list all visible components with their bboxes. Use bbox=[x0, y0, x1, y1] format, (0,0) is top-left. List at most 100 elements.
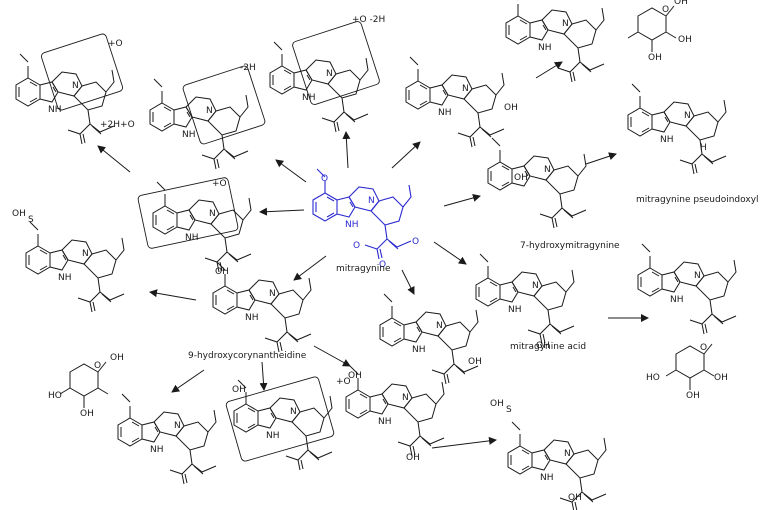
atom-n: N bbox=[532, 281, 539, 291]
atom-n: N bbox=[269, 289, 276, 299]
sugar-ring: O OH OH OH bbox=[627, 0, 692, 63]
tag-plus-o-minus-2h: +O -2H bbox=[352, 15, 385, 25]
arrow bbox=[275, 159, 307, 183]
atom-n: N bbox=[564, 449, 571, 459]
arrow bbox=[433, 241, 467, 265]
atom-nh: NH bbox=[378, 417, 392, 427]
arrow bbox=[535, 61, 563, 79]
tag-plus-o-bottom: +O bbox=[336, 377, 351, 387]
atom-oh: OH bbox=[348, 371, 362, 381]
atom-oh: OH bbox=[232, 385, 246, 395]
atom-n: N bbox=[368, 196, 375, 206]
atom-nh: NH bbox=[245, 313, 259, 323]
metabolite-mitragynine-acid: NH N OH bbox=[475, 253, 575, 351]
metabolite-dehydro: NH N bbox=[149, 78, 249, 170]
atom-n: N bbox=[462, 84, 469, 94]
atom-o: O bbox=[321, 174, 328, 184]
atom-o: O bbox=[353, 241, 360, 251]
highlight-box bbox=[137, 177, 239, 249]
atom-nh: NH bbox=[540, 473, 554, 483]
atom-oh: OH bbox=[215, 267, 229, 277]
atom-oh: OH bbox=[568, 493, 582, 503]
metabolite-7-hydroxymitragynine: OH N bbox=[487, 137, 587, 229]
atom-nh: NH bbox=[48, 105, 62, 115]
metabolite-sulfate-acid: NH N OH bbox=[507, 421, 607, 510]
metabolite-glucuronide-top: NH N bbox=[505, 0, 605, 83]
atom-n: N bbox=[209, 209, 216, 219]
metabolite-9-hydroxycorynantheidine: OH NH N bbox=[212, 261, 312, 353]
atom-nh: NH bbox=[150, 445, 164, 455]
label-9-hydroxycorynantheidine: 9-hydroxycorynantheidine bbox=[188, 351, 307, 361]
atom-oh: OH bbox=[678, 35, 692, 45]
arrow bbox=[401, 269, 415, 295]
metabolite-oxo-dehydro: NH N bbox=[269, 41, 369, 133]
atom-oh: OH bbox=[514, 173, 528, 183]
atom-ho: HO bbox=[646, 373, 660, 383]
highlight-box bbox=[225, 376, 335, 462]
parent-structure-mitragynine: O NH N O O O bbox=[312, 168, 419, 270]
atom-n: N bbox=[684, 111, 691, 121]
atom-o: O bbox=[94, 361, 101, 371]
label-pseudoindoxyl: mitragynine pseudoindoxyl bbox=[636, 195, 759, 205]
atom-o: O bbox=[412, 237, 419, 247]
arrow bbox=[97, 145, 131, 173]
atom-n: N bbox=[544, 165, 551, 175]
atom-oh: OH bbox=[12, 209, 26, 219]
atom-oh: OH bbox=[536, 341, 550, 351]
atom-nh: NH bbox=[660, 135, 674, 145]
atom-oh: OH bbox=[490, 399, 504, 409]
tag-plus-o: +O bbox=[108, 39, 123, 49]
arrow bbox=[171, 369, 205, 393]
atom-ho: HO bbox=[48, 391, 62, 401]
atom-oh: OH bbox=[714, 373, 728, 383]
atom-h: H bbox=[700, 143, 707, 153]
atom-n: N bbox=[436, 321, 443, 331]
metabolite-pseudoindoxyl: NH N H bbox=[627, 83, 727, 175]
atom-nh: NH bbox=[670, 295, 684, 305]
metabolite-hydroxymethyl: NH N OH bbox=[405, 56, 518, 148]
atom-n: N bbox=[72, 81, 79, 91]
tag-plus-o-center: +O bbox=[212, 179, 227, 189]
atom-n: N bbox=[174, 421, 181, 431]
sugar-ring: O OH OH HO bbox=[646, 343, 728, 401]
atom-n: N bbox=[290, 407, 297, 417]
atom-n: N bbox=[82, 249, 89, 259]
metabolite-boxed-plus-o-left: NH N bbox=[152, 181, 252, 273]
arrow bbox=[259, 361, 268, 391]
atom-n: N bbox=[402, 393, 409, 403]
arrow bbox=[313, 345, 351, 367]
arrow bbox=[293, 255, 327, 281]
atom-nh: NH bbox=[438, 108, 452, 118]
label-mitragynine: mitragynine bbox=[336, 264, 391, 274]
atom-oh: OH bbox=[648, 53, 662, 63]
atom-oh: OH bbox=[674, 0, 688, 7]
arrow bbox=[431, 436, 497, 449]
atom-nh: NH bbox=[58, 273, 72, 283]
highlight-box bbox=[292, 21, 380, 105]
atom-nh: NH bbox=[185, 233, 199, 243]
atom-oh: OH bbox=[468, 357, 482, 367]
atom-oh: OH bbox=[686, 391, 700, 401]
metabolite-diacid: NH N OH bbox=[379, 293, 482, 385]
label-mitragynine-acid: mitragynine acid bbox=[510, 342, 586, 352]
arrows bbox=[97, 61, 649, 449]
atom-s: S bbox=[28, 215, 34, 225]
metabolite-hydroxy-acid: OH NH N OH bbox=[345, 365, 445, 463]
arrow bbox=[391, 141, 421, 169]
atom-oh: OH bbox=[110, 353, 124, 363]
metabolite-cage-plus-o: NH N bbox=[15, 53, 115, 145]
highlight-box bbox=[40, 33, 124, 111]
atom-oh: OH bbox=[80, 409, 94, 419]
metabolite-acyl-glucuronide: NH N bbox=[637, 243, 737, 335]
atom-n: N bbox=[694, 271, 701, 281]
highlight-box bbox=[182, 65, 266, 145]
atom-o: O bbox=[662, 5, 669, 15]
metabolite-boxed-plus-o-bottom: OH NH N bbox=[232, 379, 333, 471]
atom-nh: NH bbox=[508, 305, 522, 315]
arrow bbox=[342, 131, 351, 169]
atom-nh: NH bbox=[345, 220, 359, 230]
atom-nh: NH bbox=[302, 93, 316, 103]
atom-oh: OH bbox=[504, 103, 518, 113]
arrow bbox=[149, 289, 197, 301]
